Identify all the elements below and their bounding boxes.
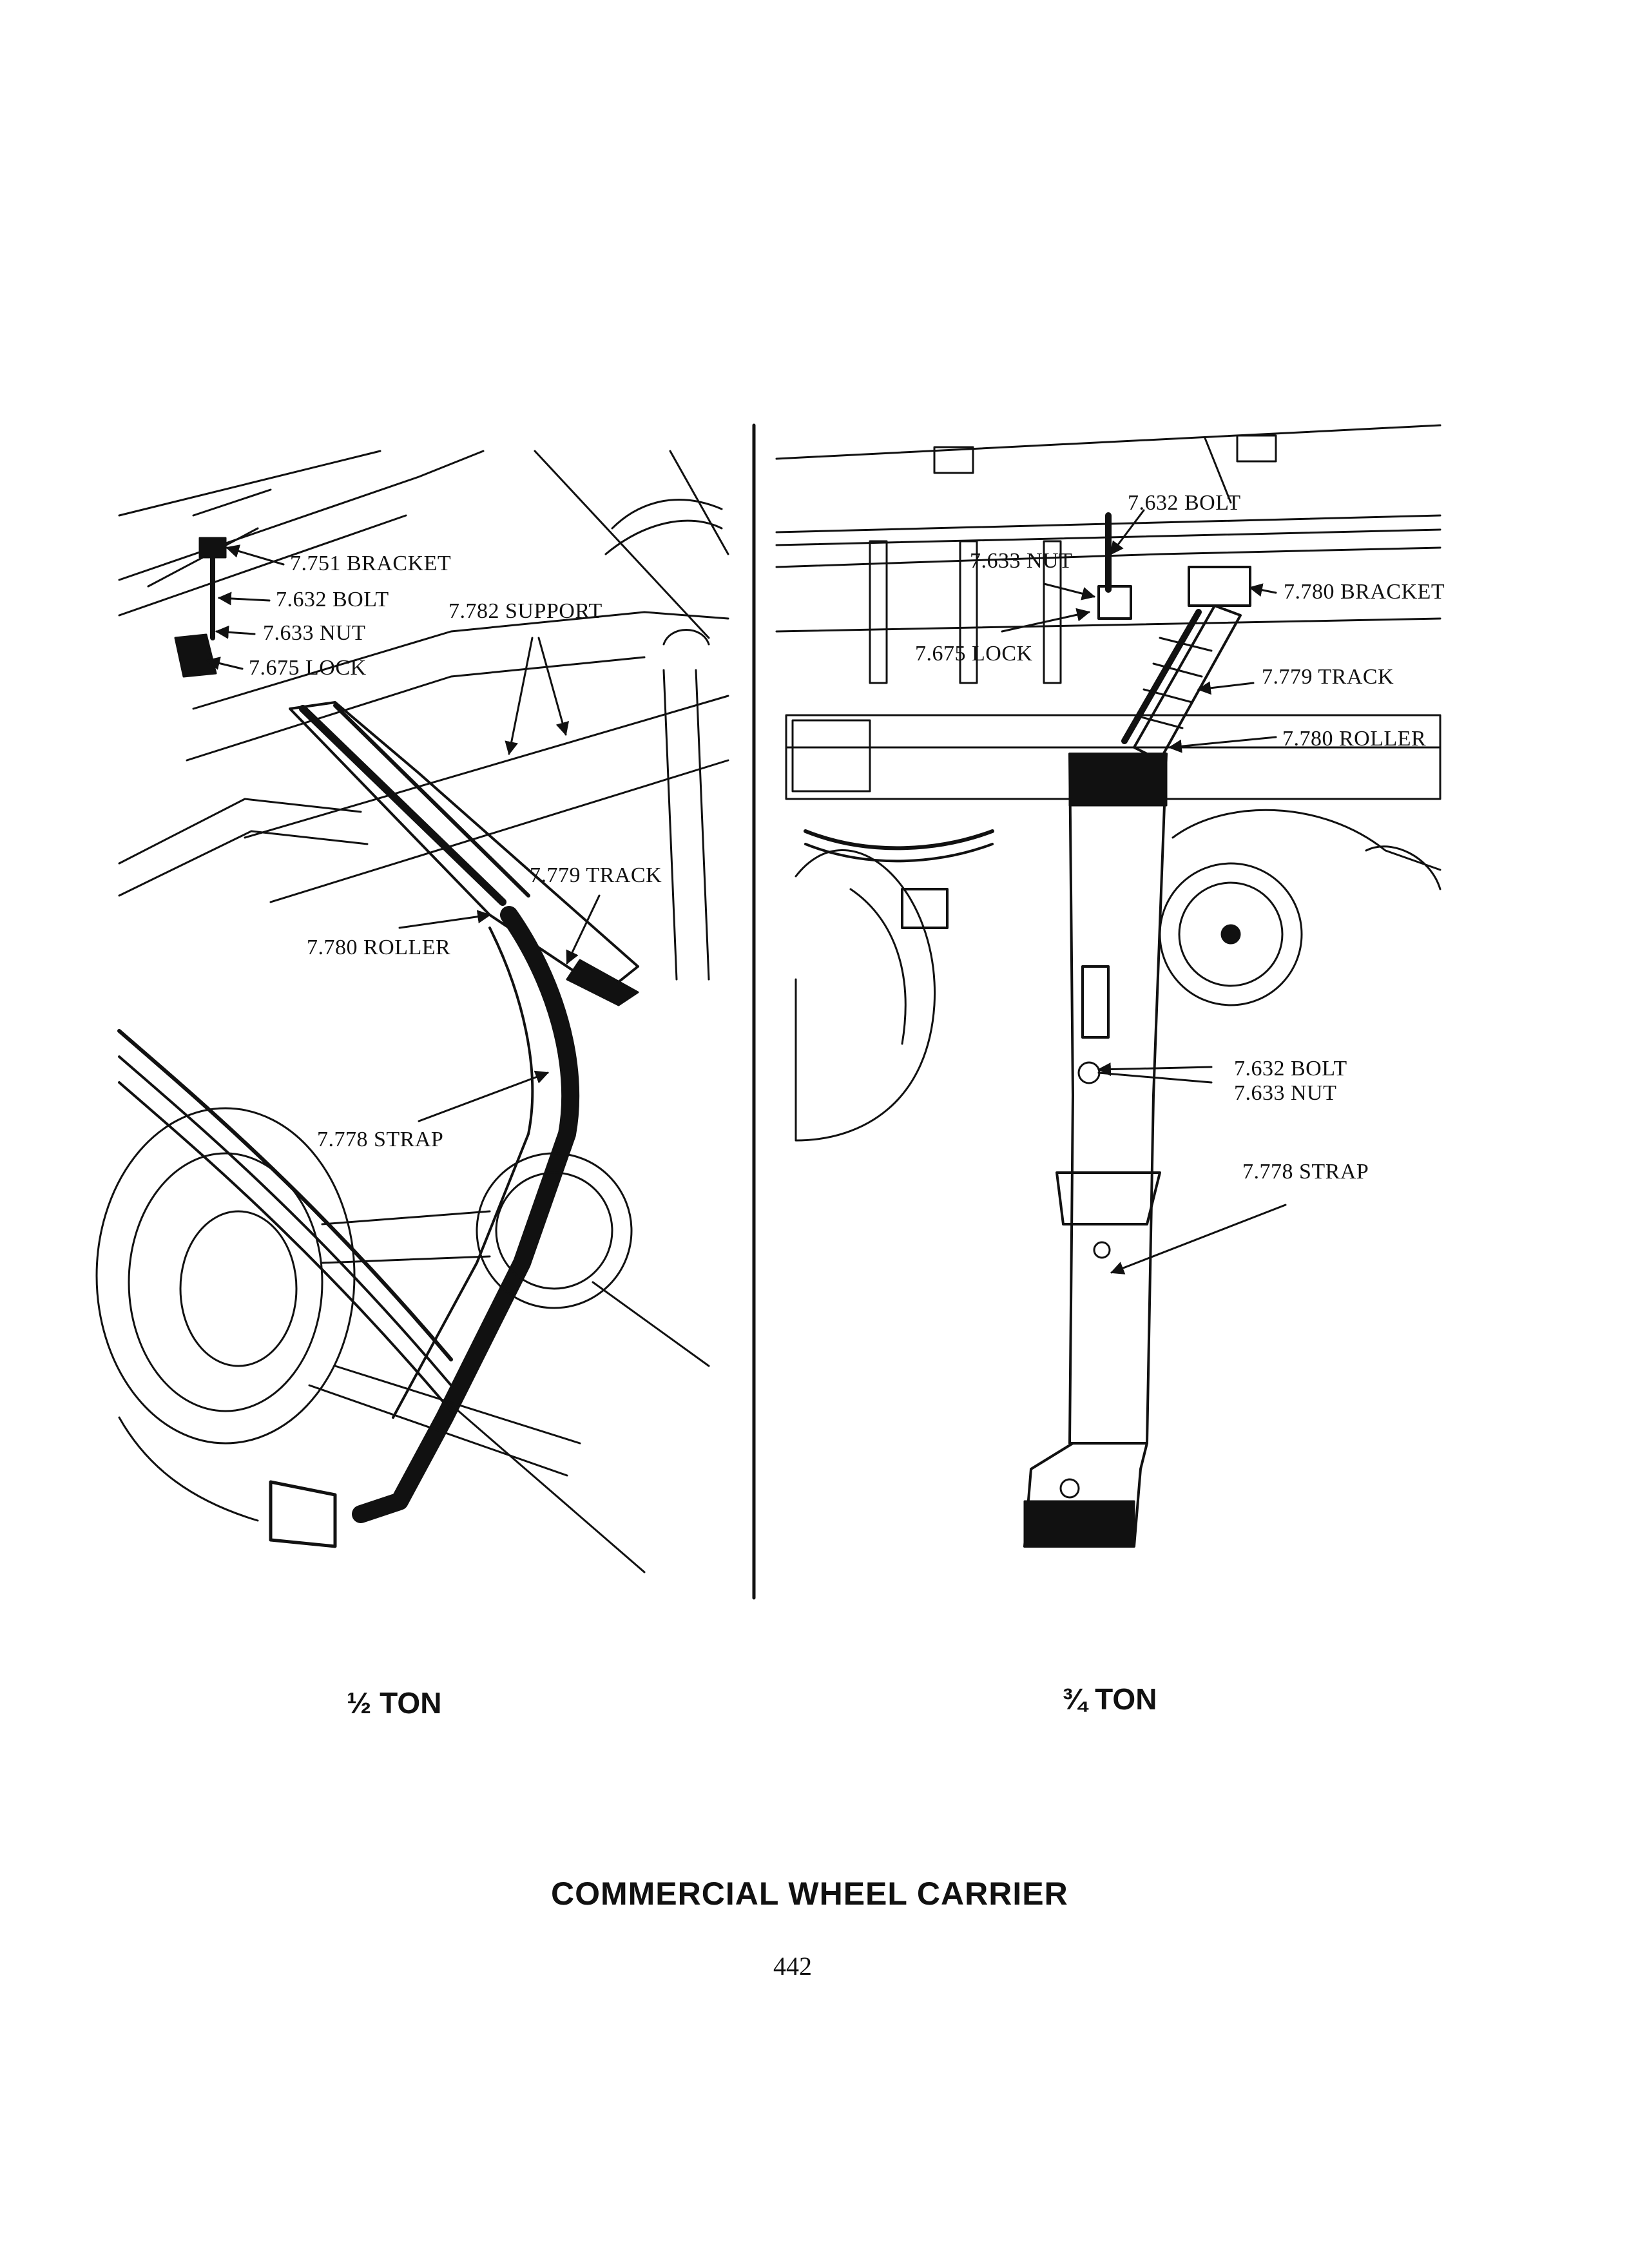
- right-panel-drawing: [775, 424, 1441, 1548]
- right-label-strap: 7.778 STRAP: [1242, 1160, 1369, 1184]
- left-label-nut: 7.633 NUT: [263, 621, 366, 645]
- left-label-strap: 7.778 STRAP: [317, 1128, 444, 1151]
- right-label-bracket: 7.780 BRACKET: [1284, 580, 1445, 604]
- page-title: COMMERCIAL WHEEL CARRIER: [551, 1876, 1068, 1912]
- left-label-bracket: 7.751 BRACKET: [290, 552, 452, 575]
- right-label-lock: 7.675 LOCK: [915, 642, 1033, 666]
- right-label-bolt-top: 7.632 BOLT: [1128, 491, 1241, 515]
- left-label-bolt: 7.632 BOLT: [276, 588, 389, 611]
- page-number: 442: [773, 1952, 812, 1981]
- right-label-nut-top: 7.633 NUT: [970, 549, 1073, 573]
- right-label-bolt-mid: 7.632 BOLT: [1234, 1057, 1347, 1081]
- left-label-roller: 7.780 ROLLER: [307, 936, 451, 959]
- left-label-support: 7.782 SUPPORT: [448, 599, 602, 623]
- left-panel-caption: ½ TON: [347, 1686, 442, 1720]
- right-label-track: 7.779 TRACK: [1262, 665, 1394, 689]
- right-panel-caption: ¾ TON: [1062, 1682, 1157, 1716]
- left-panel-drawing: [95, 450, 729, 1573]
- right-label-roller: 7.780 ROLLER: [1282, 727, 1427, 751]
- left-label-lock: 7.675 LOCK: [249, 656, 367, 680]
- right-label-nut-mid: 7.633 NUT: [1234, 1081, 1337, 1105]
- left-label-track: 7.779 TRACK: [530, 863, 662, 887]
